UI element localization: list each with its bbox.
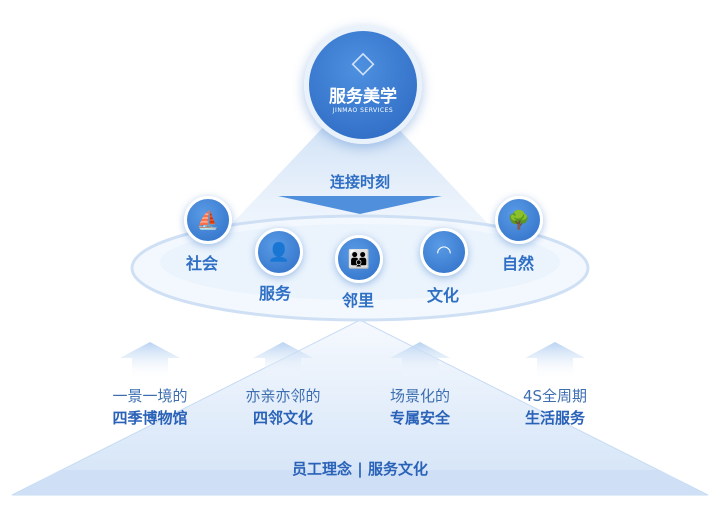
pillar-line1: 场景化的	[389, 387, 451, 405]
fan-icon: ◠	[420, 228, 468, 276]
pillar-line2: 四季博物馆	[112, 409, 188, 427]
pillar-line2: 专属安全	[389, 409, 451, 427]
base-label: 员工理念 | 服务文化	[292, 460, 428, 478]
node-label-service: 服务	[258, 284, 292, 303]
pillar-security: 场景化的专属安全	[390, 385, 450, 429]
up-arrows	[120, 342, 585, 380]
ship-icon: ⛵	[184, 196, 232, 244]
connector-label: 连接时刻	[329, 173, 390, 191]
connector-arrow	[278, 196, 442, 214]
diamond-icon: ◇	[351, 45, 375, 80]
node-label-society: 社会	[185, 254, 219, 273]
pillar-line1: 一景一境的	[112, 387, 188, 405]
top-title: 服务美学	[329, 87, 397, 107]
pillar-line2: 四邻文化	[252, 409, 314, 427]
tree-icon: 🌳	[495, 196, 543, 244]
top-subtitle: JINMAO SERVICES	[332, 107, 394, 114]
pillar-neighbor-culture: 亦亲亦邻的四邻文化	[245, 385, 320, 429]
pillar-life-service: 4S全周期生活服务	[523, 385, 587, 429]
node-label-culture: 文化	[426, 286, 460, 305]
family-icon: 👪	[335, 235, 383, 283]
pillar-museum: 一景一境的四季博物馆	[112, 385, 187, 429]
pillar-line1: 亦亲亦邻的	[245, 387, 321, 405]
pillar-line2: 生活服务	[524, 409, 586, 427]
node-label-neighbor: 邻里	[341, 291, 375, 310]
top-badge: ◇ 服务美学 JINMAO SERVICES	[304, 26, 422, 144]
person-icon: 👤	[255, 228, 303, 276]
pillar-line1: 4S全周期	[522, 387, 588, 405]
node-label-nature: 自然	[501, 254, 535, 273]
